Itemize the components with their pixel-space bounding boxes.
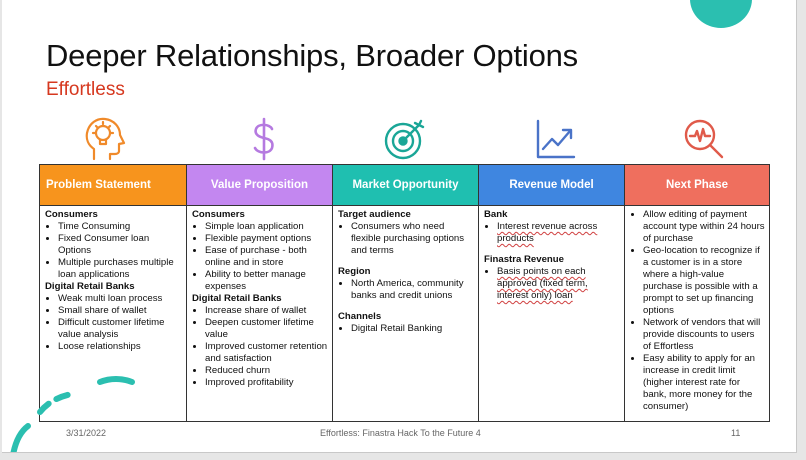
section-title: Digital Retail Banks: [45, 281, 135, 292]
list-item: Time Consuming: [58, 221, 182, 233]
list-item: Improved profitability: [205, 377, 328, 389]
footer-page-number: 11: [731, 428, 741, 438]
list-item: Digital Retail Banking: [351, 323, 474, 335]
header-problem-statement: Problem Statement: [39, 164, 187, 206]
header-value-proposition: Value Proposition: [186, 164, 333, 206]
cell-value-proposition: Consumers Simple loan application Flexib…: [186, 205, 333, 422]
section-title: Consumers: [192, 209, 245, 220]
header-revenue-model: Revenue Model: [478, 164, 625, 206]
list-item: Consumers who need flexible purchasing o…: [351, 221, 474, 257]
list-item: Network of vendors that will provide dis…: [643, 317, 765, 353]
footer-title: Effortless: Finastra Hack To the Future …: [320, 428, 481, 438]
business-model-table: Problem Statement Value Proposition Mark…: [39, 164, 770, 422]
magnifier-pulse-icon: [682, 115, 726, 163]
cell-next-phase: Allow editing of payment account type wi…: [624, 205, 770, 422]
list-item: Loose relationships: [58, 341, 182, 353]
cell-problem-statement: Consumers Time Consuming Fixed Consumer …: [39, 205, 187, 422]
list-item: Reduced churn: [205, 365, 328, 377]
list-item: Weak multi loan process: [58, 293, 182, 305]
list-item: Ease of purchase - both online and in st…: [205, 245, 328, 269]
slide-title: Deeper Relationships, Broader Options: [46, 38, 578, 73]
section-title: Digital Retail Banks: [192, 293, 282, 304]
bullet-list: Basis points on each approved (fixed ter…: [484, 266, 620, 302]
list-item: Fixed Consumer loan Options: [58, 233, 182, 257]
slide-subtitle: Effortless: [46, 79, 125, 100]
footer-date: 3/31/2022: [66, 428, 107, 438]
cell-market-opportunity: Target audience Consumers who need flexi…: [332, 205, 479, 422]
target-icon: [382, 115, 426, 163]
list-item: Improved customer retention and satisfac…: [205, 341, 328, 365]
list-item: Easy ability to apply for an increase in…: [643, 353, 765, 413]
list-item: Small share of wallet: [58, 305, 182, 317]
head-lightbulb-icon: [82, 115, 126, 163]
bullet-list: Interest revenue across products: [484, 221, 620, 245]
bullet-list: Digital Retail Banking: [338, 323, 474, 335]
list-item: Deepen customer lifetime value: [205, 317, 328, 341]
list-item: Ability to better manage expenses: [205, 269, 328, 293]
list-item: Simple loan application: [205, 221, 328, 233]
slide: Deeper Relationships, Broader Options Ef…: [2, 0, 797, 453]
list-item: North America, community banks and credi…: [351, 278, 474, 302]
section-title: Bank: [484, 209, 508, 220]
section-title: Target audience: [338, 209, 411, 220]
decorative-teal-circle: [690, 0, 752, 28]
section-title: Channels: [338, 311, 382, 322]
cell-revenue-model: Bank Interest revenue across products Fi…: [478, 205, 625, 422]
list-item: Geo-location to recognize if a customer …: [643, 245, 765, 317]
list-item: Basis points on each approved (fixed ter…: [497, 266, 620, 302]
bullet-list: Allow editing of payment account type wi…: [630, 209, 765, 413]
bullet-list: Weak multi loan process Small share of w…: [45, 293, 182, 353]
section-title: Consumers: [45, 209, 98, 220]
list-item-text: Basis points on each approved (fixed ter…: [497, 266, 588, 301]
list-item-text: Interest revenue across products: [497, 221, 598, 244]
section-title: Finastra Revenue: [484, 254, 564, 265]
list-item: Allow editing of payment account type wi…: [643, 209, 765, 245]
list-item: Increase share of wallet: [205, 305, 328, 317]
bullet-list: Consumers who need flexible purchasing o…: [338, 221, 474, 257]
list-item: Interest revenue across products: [497, 221, 620, 245]
decorative-teal-strokes: [10, 376, 135, 452]
growth-chart-icon: [534, 115, 578, 163]
bullet-list: North America, community banks and credi…: [338, 278, 474, 302]
bullet-list: Increase share of wallet Deepen customer…: [192, 305, 328, 389]
bullet-list: Time Consuming Fixed Consumer loan Optio…: [45, 221, 182, 281]
dollar-icon: [242, 115, 286, 163]
bullet-list: Simple loan application Flexible payment…: [192, 221, 328, 293]
list-item: Multiple purchases multiple loan applica…: [58, 257, 182, 281]
section-title: Region: [338, 266, 371, 277]
list-item: Difficult customer lifetime value analys…: [58, 317, 182, 341]
list-item: Flexible payment options: [205, 233, 328, 245]
header-next-phase: Next Phase: [624, 164, 770, 206]
header-market-opportunity: Market Opportunity: [332, 164, 479, 206]
